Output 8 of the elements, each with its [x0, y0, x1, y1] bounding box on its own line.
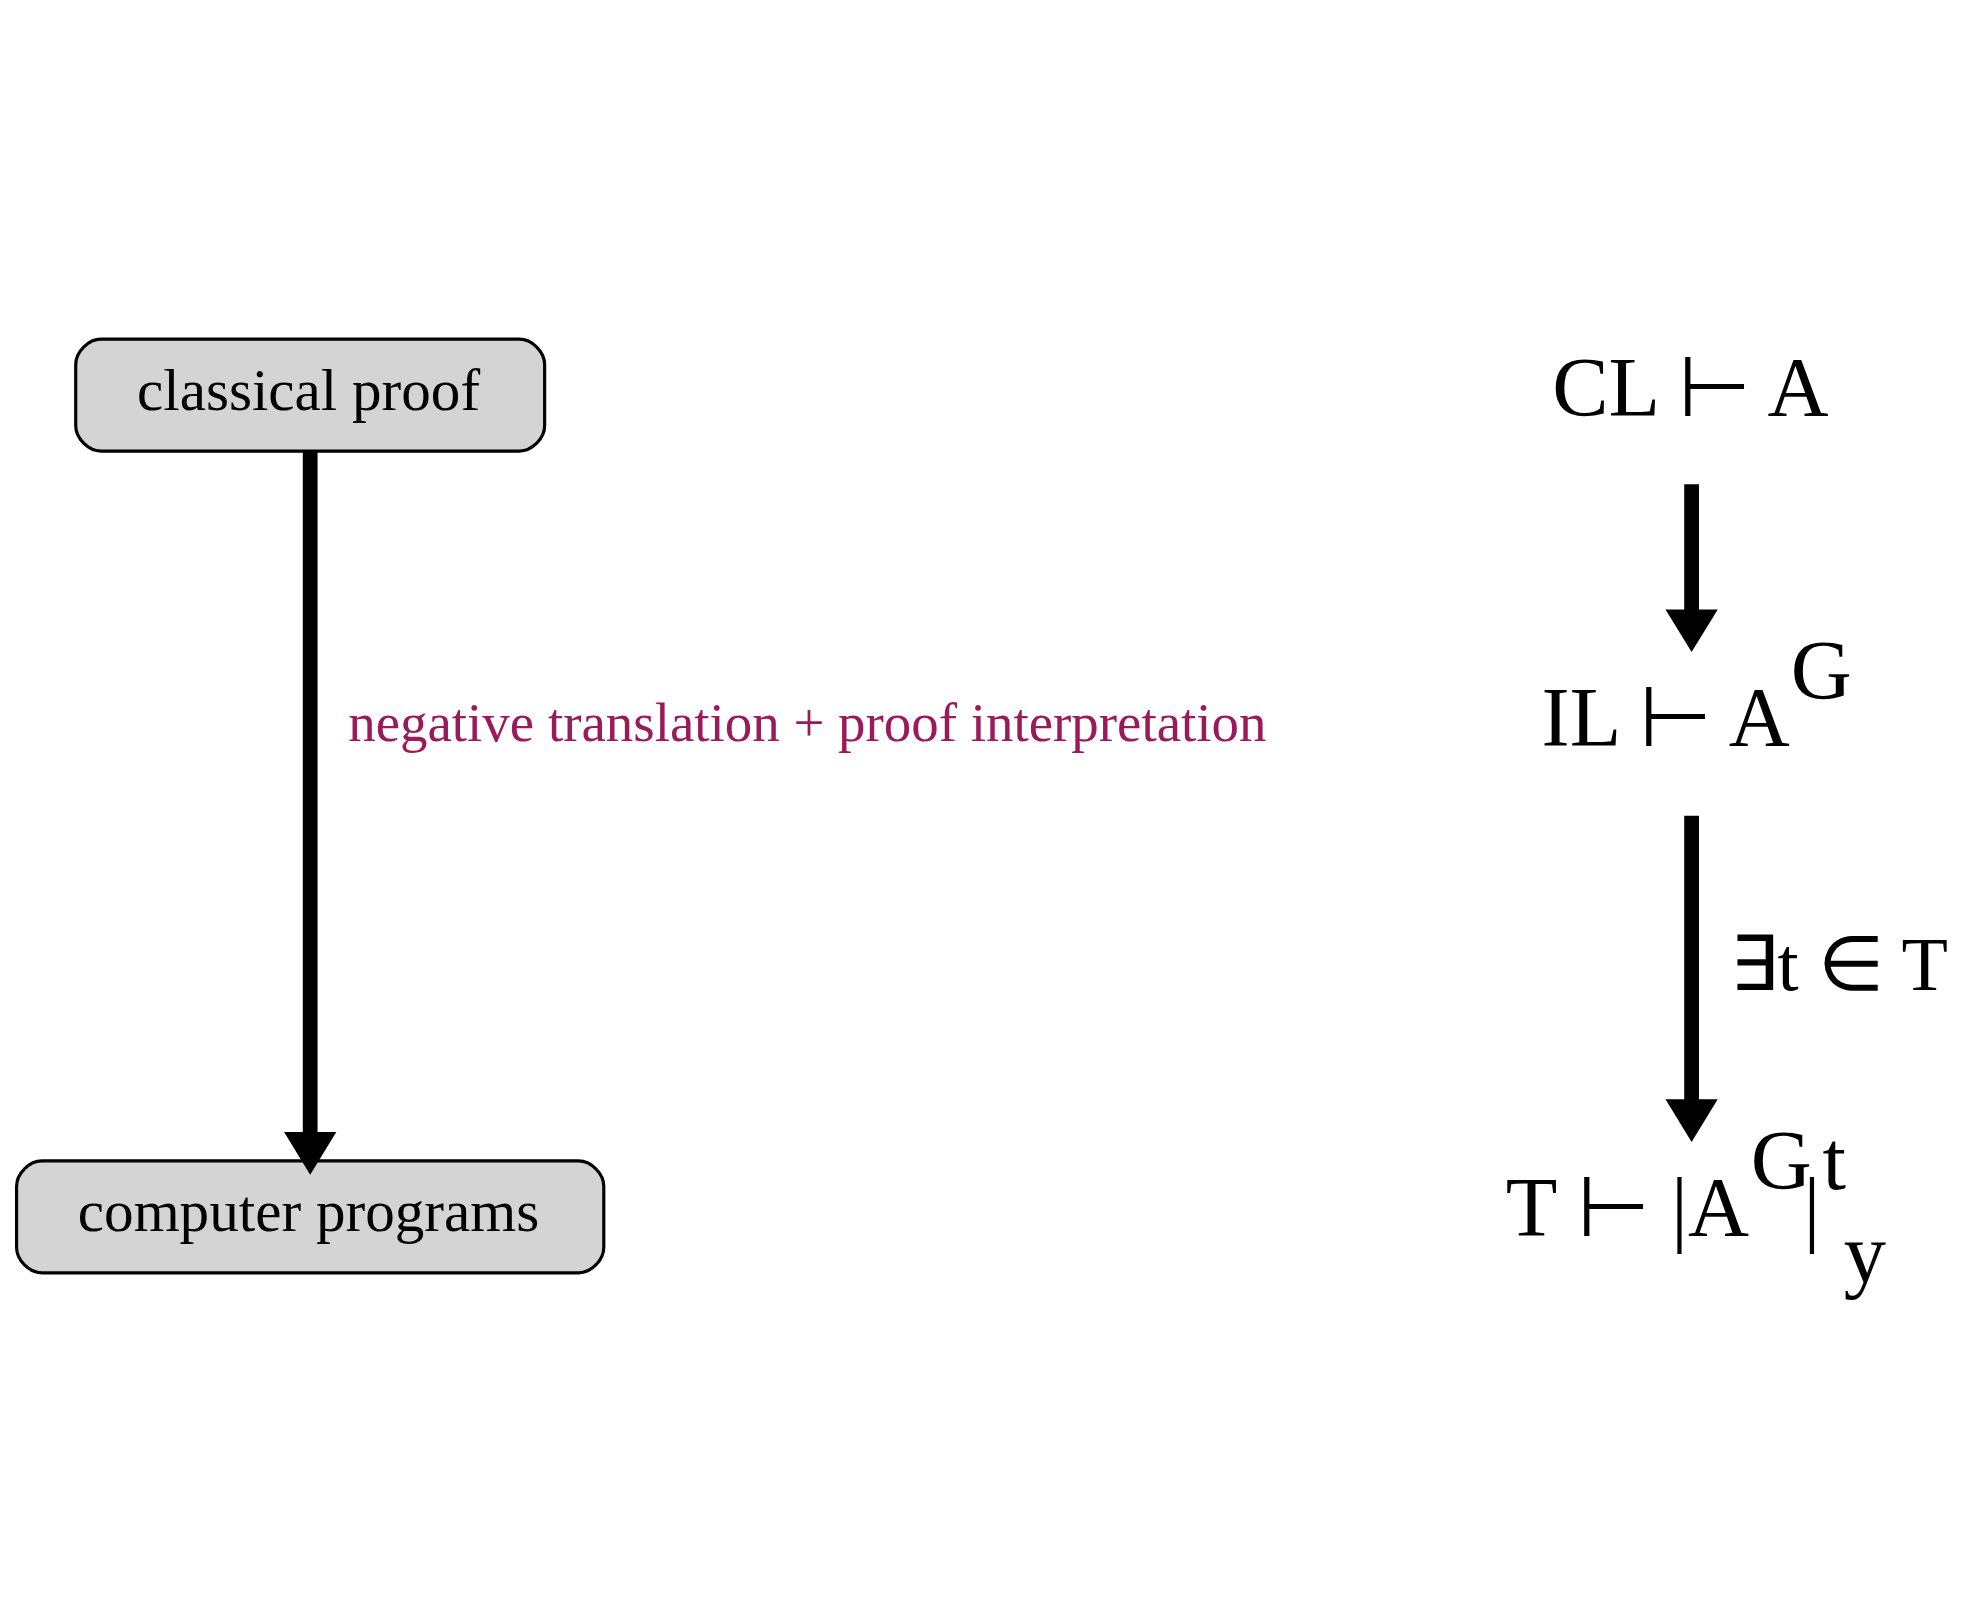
arrow [1665, 815, 1718, 1142]
node-box: classical proof [74, 337, 547, 453]
node-text: CL ⊢ A [1552, 340, 1829, 434]
edge-label: negative translation + proof interpretation [348, 691, 1267, 753]
arrow [1665, 483, 1718, 652]
node-box: computer programs [15, 1158, 606, 1274]
edge-label: ∃t ∈ T [1729, 921, 1948, 1006]
arrow [284, 451, 337, 1175]
